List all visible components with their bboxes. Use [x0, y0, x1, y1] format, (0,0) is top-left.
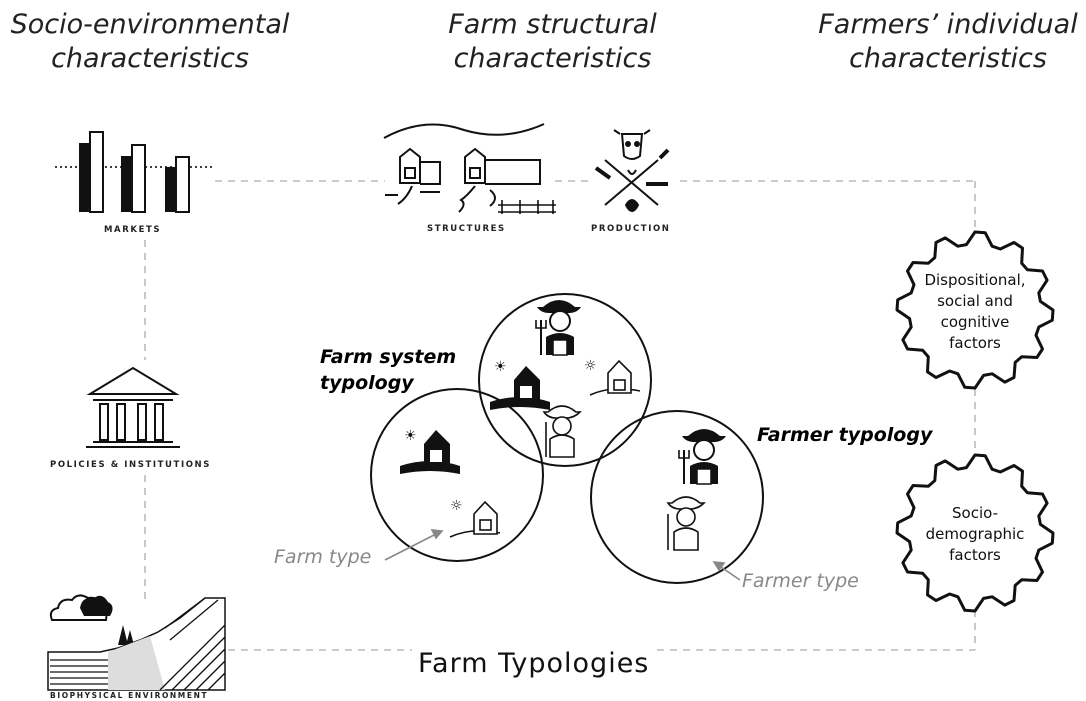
farm-system-typology-label: Farm system typology: [320, 344, 456, 396]
farmer-icon-right: [678, 429, 726, 485]
header-socio-environmental: Socio-environmental characteristics: [0, 8, 300, 76]
header-socio-environmental-line2: characteristics: [51, 43, 249, 74]
policies-label: POLICIES & INSTITUTIONS: [50, 460, 211, 470]
structures-icon: [383, 123, 556, 214]
header-farm-structural-line1: Farm structural: [448, 9, 657, 40]
gear-outline: [895, 230, 1055, 390]
farmer-woman-icon: [542, 405, 582, 458]
svg-text:☀: ☀: [494, 359, 507, 375]
farm-type-label: Farm type: [274, 546, 372, 568]
production-icon: [594, 129, 670, 212]
header-farm-structural-line2: characteristics: [453, 43, 652, 74]
gear-icon-dispositional: [895, 230, 1055, 390]
institution-icon: [86, 366, 180, 448]
header-farmers-individual-line1: Farmers’ individual: [818, 9, 1078, 40]
header-farmers-individual-line2: characteristics: [849, 43, 1047, 74]
farm-system-typology-line1: Farm system: [320, 346, 457, 368]
farmer-icon: [535, 300, 581, 356]
barn-icon-filled-left: ☀: [400, 428, 460, 474]
dispositional-factors-text: Dispositional, social and cognitive fact…: [915, 270, 1035, 354]
dispositional-line3: cognitive: [940, 313, 1010, 331]
dispositional-line2: social and: [937, 292, 1013, 310]
socio-line1: Socio-: [952, 504, 998, 522]
markets-label: MARKETS: [104, 225, 162, 235]
barn-icon-outline: ☼: [584, 358, 641, 396]
typology-circles: [370, 293, 764, 584]
markets-icon: [55, 131, 215, 213]
socio-line3: factors: [949, 546, 1001, 564]
biophysical-label: BIOPHYSICAL ENVIRONMENT: [50, 691, 209, 700]
header-farmers-individual: Farmers’ individual characteristics: [810, 8, 1086, 76]
gear-icon-socio: [895, 453, 1055, 613]
dispositional-line1: Dispositional,: [924, 271, 1026, 289]
structures-label: STRUCTURES: [427, 224, 506, 234]
barn-icon-outline-left: ☼: [449, 498, 501, 538]
pointer-arrows: [384, 529, 741, 581]
dispositional-line4: factors: [949, 334, 1001, 352]
header-socio-environmental-line1: Socio-environmental: [10, 9, 290, 40]
svg-text:☀: ☀: [404, 428, 417, 444]
socio-line2: demographic: [925, 525, 1025, 543]
production-label: PRODUCTION: [591, 224, 671, 234]
gear-outline: [895, 453, 1055, 613]
farm-typologies-title: Farm Typologies: [412, 648, 656, 679]
header-farm-structural: Farm structural characteristics: [420, 8, 685, 76]
farmer-typology-label: Farmer typology: [757, 424, 933, 446]
farmer-woman-icon-right: [666, 496, 706, 551]
farm-system-typology-line2: typology: [320, 372, 414, 394]
svg-text:☼: ☼: [584, 358, 597, 374]
svg-text:☼: ☼: [450, 498, 463, 514]
farmer-type-label: Farmer type: [742, 570, 859, 592]
barn-icon-filled: ☀: [490, 359, 550, 410]
sociodemographic-factors-text: Socio- demographic factors: [915, 503, 1035, 566]
biophysical-icon: [47, 594, 226, 691]
